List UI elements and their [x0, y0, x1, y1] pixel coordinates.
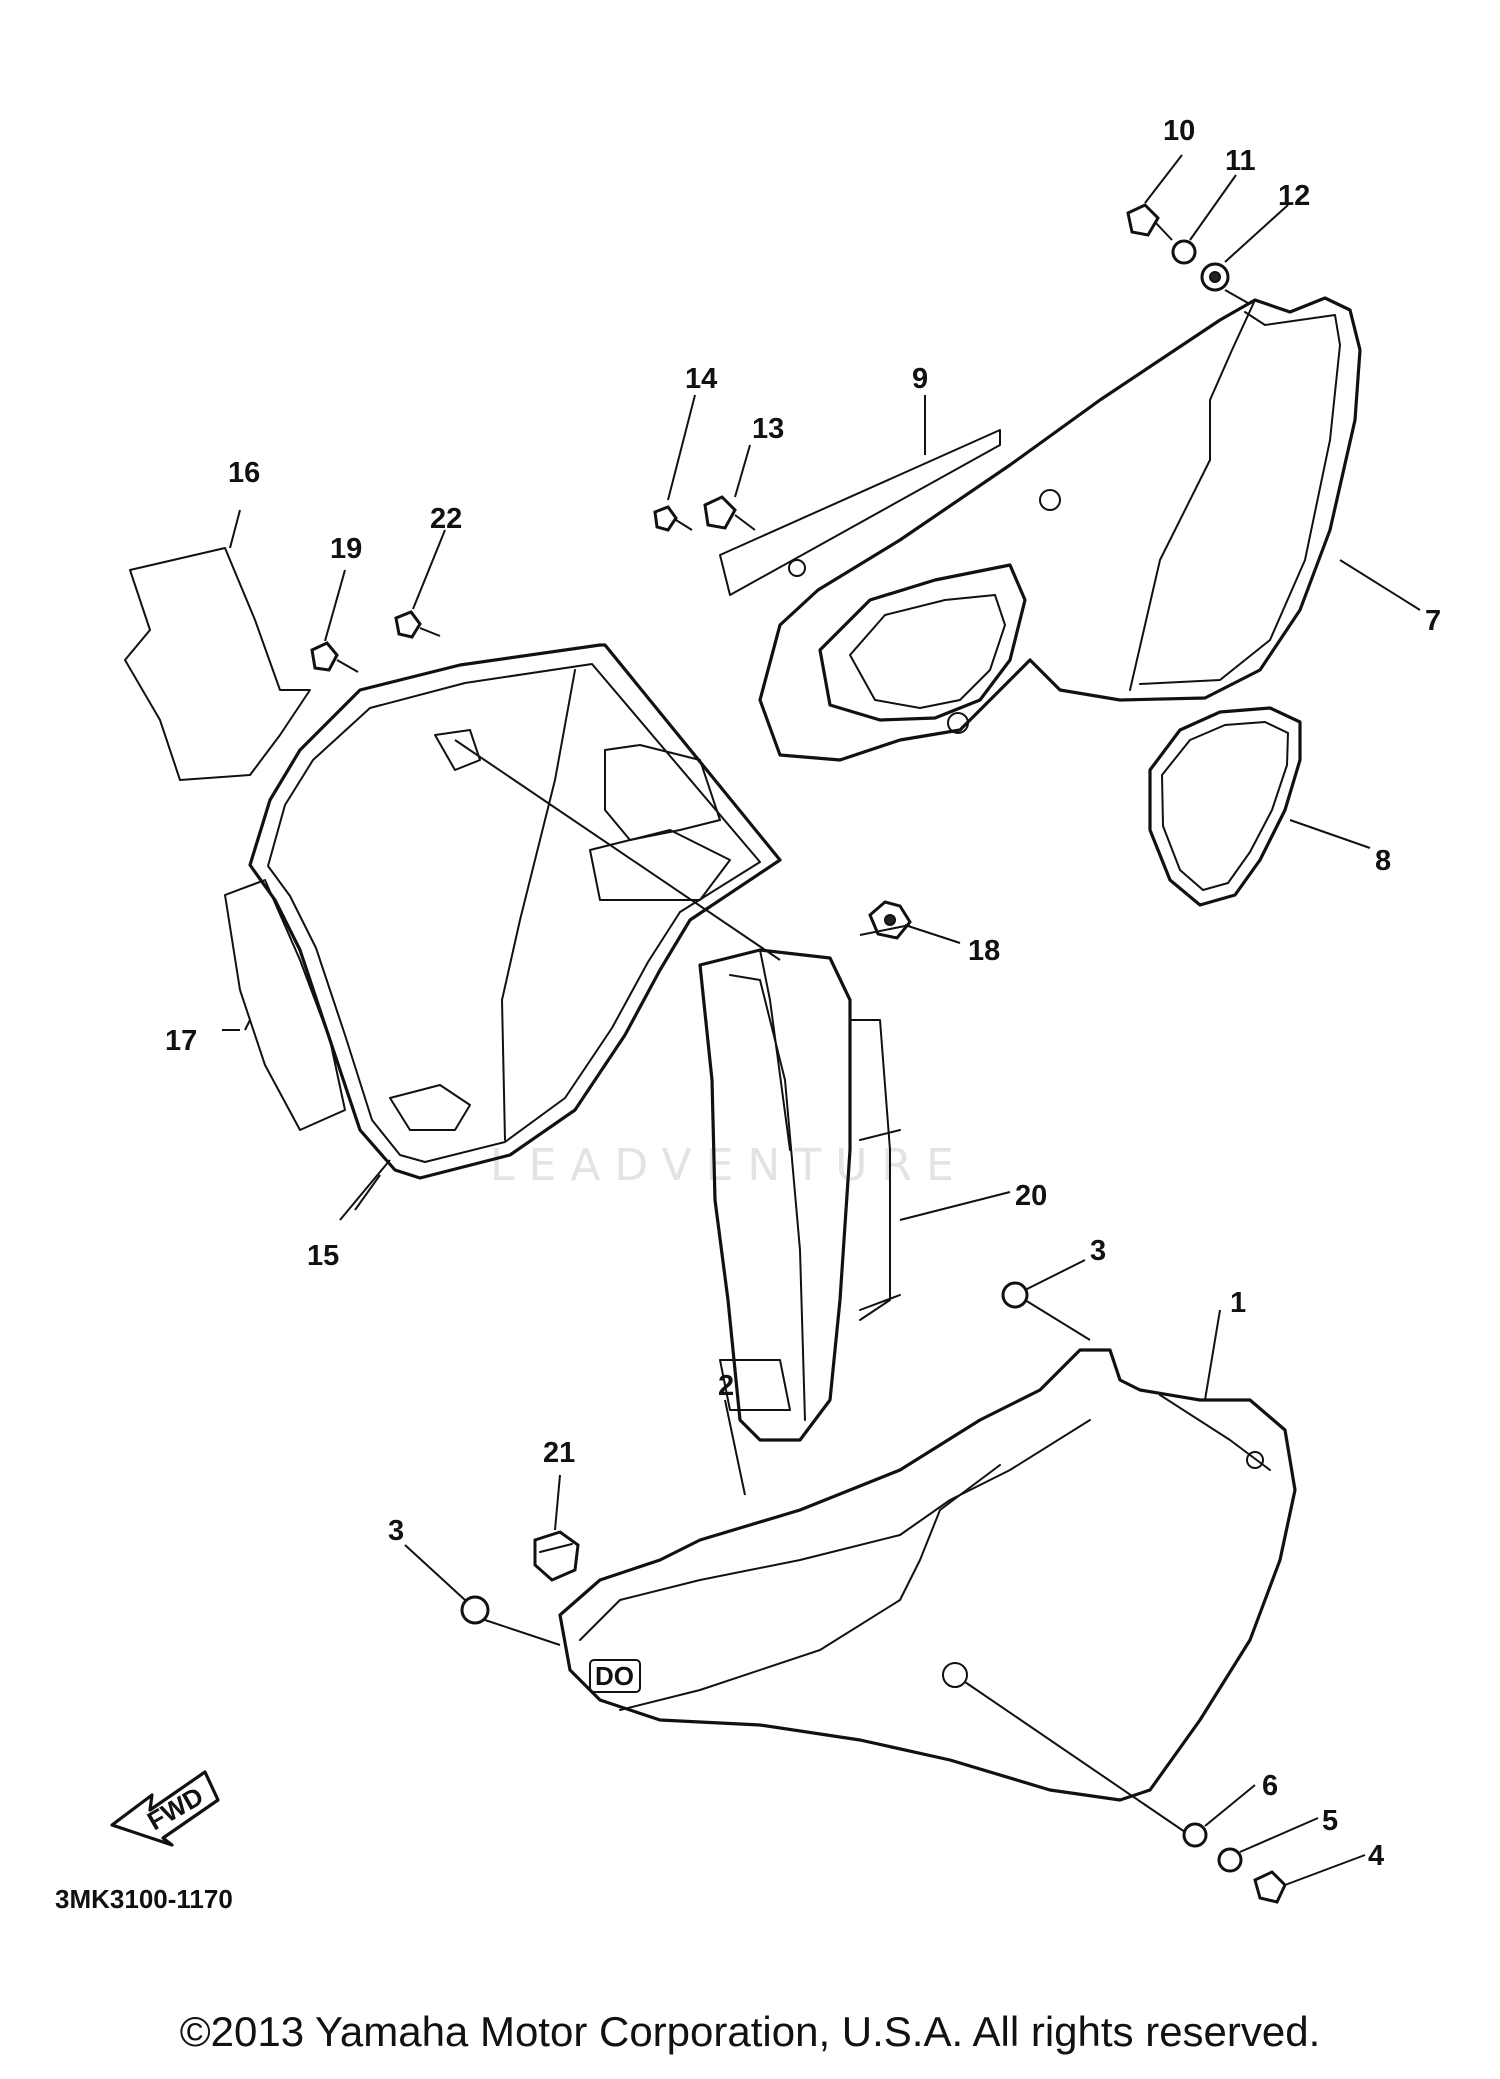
callout-20: 20	[1015, 1180, 1047, 1212]
callout-9: 9	[912, 363, 928, 395]
callout-6: 6	[1262, 1770, 1278, 1802]
callout-16: 16	[228, 457, 260, 489]
callout-8: 8	[1375, 845, 1391, 877]
hardware	[310, 203, 1287, 1904]
callout-labels: 10 11 12 9 14 13 7 8 16 19 22 18 17 15 2…	[165, 115, 1441, 1872]
callout-13: 13	[752, 413, 784, 445]
part-16-decal	[124, 547, 311, 781]
callout-12: 12	[1278, 180, 1310, 212]
part-7-side-cover-right	[758, 296, 1362, 762]
callout-3-upper: 3	[1090, 1235, 1106, 1267]
callout-17: 17	[165, 1025, 197, 1057]
callout-5: 5	[1322, 1805, 1338, 1837]
callout-15: 15	[307, 1240, 339, 1272]
watermark-text: LEADVENTURE	[490, 1140, 968, 1191]
callout-18: 18	[968, 935, 1000, 967]
callout-14: 14	[685, 363, 717, 395]
callout-21: 21	[543, 1437, 575, 1469]
callout-19: 19	[330, 533, 362, 565]
copyright-text: ©2013 Yamaha Motor Corporation, U.S.A. A…	[179, 2008, 1321, 2055]
callout-10: 10	[1163, 115, 1195, 147]
panel-badge-text: DO	[595, 1661, 634, 1691]
part-15-side-cover-left	[248, 643, 782, 1180]
part-17-decal	[224, 879, 346, 1131]
callout-7: 7	[1425, 605, 1441, 637]
callout-1: 1	[1230, 1287, 1246, 1319]
leader-lines	[222, 154, 1421, 1886]
diagram-code: 3MK3100-1170	[55, 1884, 233, 1914]
callout-3-lower: 3	[388, 1515, 404, 1547]
callout-11: 11	[1225, 145, 1256, 177]
part-8-gasket	[1148, 706, 1302, 907]
callout-4: 4	[1368, 1840, 1384, 1872]
callout-2: 2	[718, 1370, 734, 1402]
part-20-filter-box	[698, 948, 901, 1442]
callout-22: 22	[430, 503, 462, 535]
forward-arrow-icon: FWD	[110, 1770, 220, 1847]
part-1-2-lower-cover: DO	[558, 1348, 1297, 1802]
part-9-strip	[719, 429, 1001, 596]
